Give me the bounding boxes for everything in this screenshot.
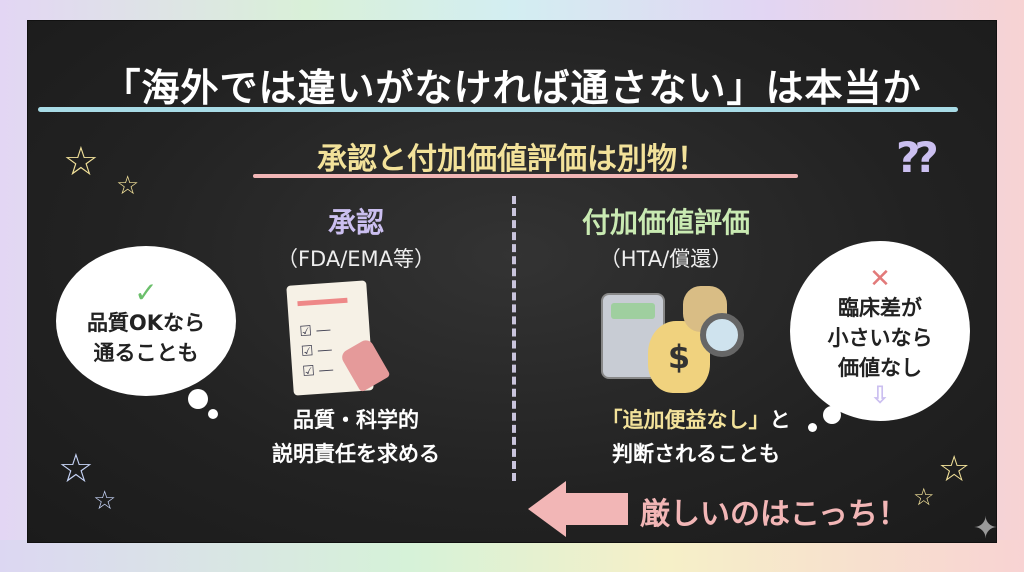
subtitle: 承認と付加価値評価は別物！ bbox=[317, 142, 707, 177]
money-bag-icon: $ bbox=[648, 321, 710, 393]
bubble-puff bbox=[188, 389, 208, 409]
bubble-right-line-1: 臨床差が bbox=[838, 296, 922, 320]
bubble-left-line-1: 品質OKなら bbox=[86, 311, 206, 335]
quote-suffix: と bbox=[769, 408, 791, 432]
star-icon: ☆ bbox=[116, 171, 140, 201]
check-icon: ✓ bbox=[134, 276, 158, 309]
title-underline bbox=[38, 107, 958, 112]
value-assessment-description: 「追加便益なし」と 判断されることも bbox=[546, 403, 846, 471]
approval-line-1: 品質・科学的 bbox=[293, 408, 419, 432]
chalkboard: 「海外では違いがなければ通さない」は本当か 承認と付加価値評価は別物！ ☆ ☆ … bbox=[27, 20, 999, 546]
star-icon: ☆ bbox=[58, 446, 94, 492]
magnifier-icon bbox=[700, 313, 744, 357]
approval-subheading: （FDA/EMA等） bbox=[276, 247, 436, 271]
strict-side-callout: 厳しいのはこっち！ bbox=[640, 497, 908, 532]
value-assessment-heading: 付加価値評価 bbox=[581, 206, 750, 239]
down-arrow-icon: ⇩ bbox=[869, 381, 891, 409]
bubble-left-line-2: 通ることも bbox=[93, 341, 199, 365]
thought-bubble-left: ✓ 品質OKなら 通ることも bbox=[56, 246, 236, 396]
approval-description: 品質・科学的 説明責任を求める bbox=[206, 403, 506, 471]
value-assessment-subheading: （HTA/償還） bbox=[599, 247, 733, 271]
bubble-right-line-3: 価値なし bbox=[838, 356, 922, 380]
page-title: 「海外では違いがなければ通さない」は本当か bbox=[102, 66, 922, 110]
bubble-right-line-2: 小さいなら bbox=[827, 326, 933, 350]
star-icon: ☆ bbox=[913, 483, 935, 511]
left-arrow-icon bbox=[528, 481, 628, 537]
bubble-puff bbox=[208, 409, 218, 419]
pastel-background-band bbox=[0, 540, 1024, 572]
value-line-2: 判断されることも bbox=[612, 442, 780, 466]
no-added-benefit-quote: 「追加便益なし」 bbox=[601, 408, 770, 432]
approval-line-2: 説明責任を求める bbox=[272, 442, 440, 466]
thought-bubble-right: ✕ 臨床差が 小さいなら 価値なし ⇩ bbox=[790, 241, 970, 421]
question-marks-icon: ?? bbox=[896, 133, 939, 182]
sparkle-icon: ✦ bbox=[973, 511, 999, 546]
subtitle-underline bbox=[253, 174, 798, 178]
bubble-puff bbox=[808, 423, 817, 432]
cross-icon: ✕ bbox=[869, 264, 891, 294]
star-icon: ☆ bbox=[63, 139, 99, 185]
approval-heading: 承認 bbox=[327, 206, 384, 239]
bubble-puff bbox=[823, 406, 841, 424]
star-icon: ☆ bbox=[93, 486, 117, 516]
star-icon: ☆ bbox=[938, 449, 971, 490]
column-divider bbox=[512, 196, 516, 481]
